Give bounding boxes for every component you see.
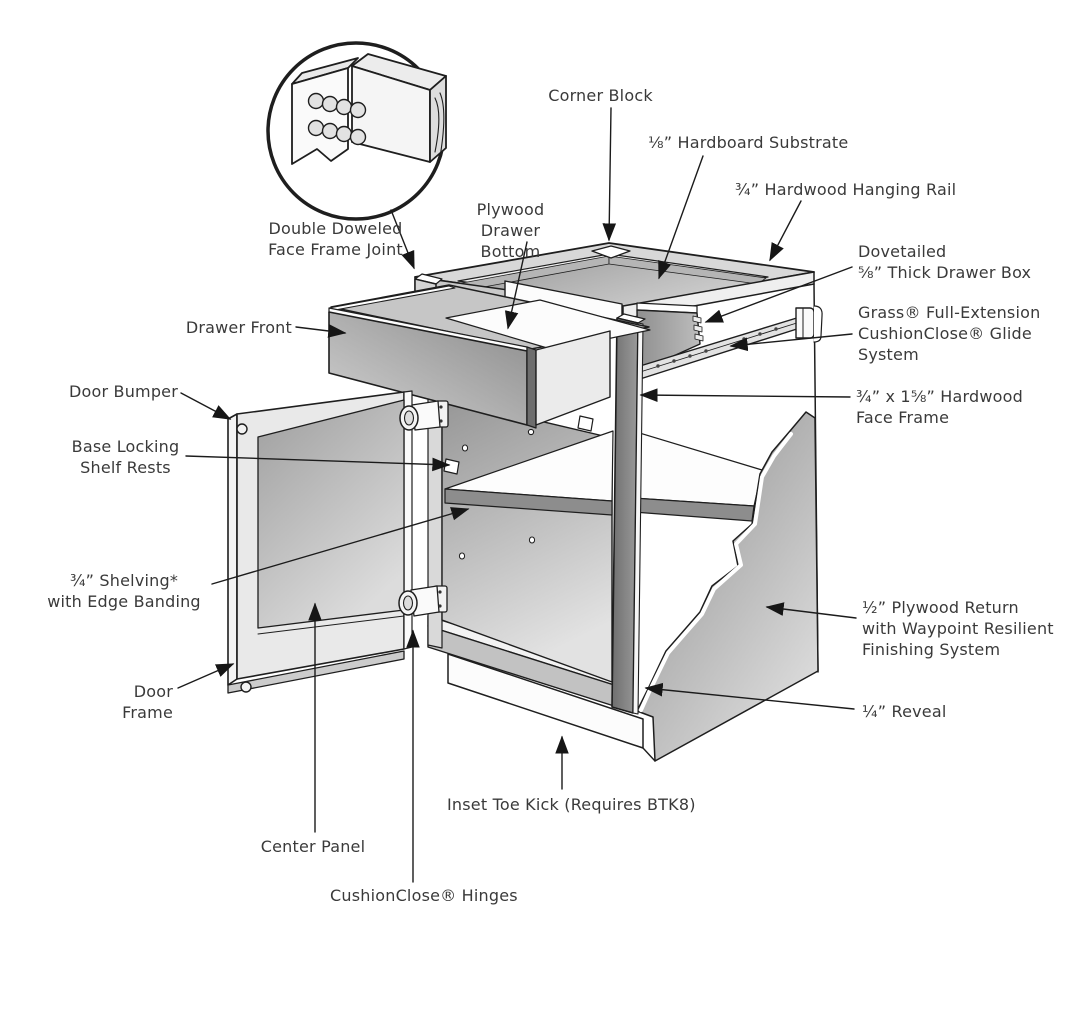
door-bumper-shape — [240, 681, 252, 693]
label-reveal: ¼” Reveal — [862, 702, 947, 721]
label-center-panel: Center Panel — [260, 837, 366, 856]
label-plywood-return: ½” Plywood Return with Waypoint Resilien… — [862, 598, 1054, 659]
plywood-return-panel — [636, 411, 819, 762]
door-bumper-shape — [236, 423, 248, 435]
label-shelving: ¾” Shelving* with Edge Banding — [47, 571, 201, 611]
center-panel-shape — [257, 399, 405, 629]
drawer — [328, 284, 651, 436]
shelf-rest-clip — [443, 458, 460, 475]
shelf-rest-clip — [577, 415, 594, 432]
label-door-bumper: Door Bumper — [68, 382, 178, 401]
reveal-edge — [632, 322, 644, 715]
label-hanging-rail: ¾” Hardwood Hanging Rail — [735, 180, 957, 199]
shelf-edge-banding — [444, 488, 613, 516]
label-glide-system: Grass® Full-Extension CushionClose® Glid… — [858, 303, 1041, 364]
label-doweled-joint: Double Doweled Face Frame Joint — [268, 219, 403, 259]
label-hinges: CushionClose® Hinges — [330, 886, 518, 905]
door — [227, 390, 449, 694]
label-hardboard-substrate: ⅛” Hardboard Substrate — [648, 133, 849, 152]
dowels — [307, 92, 367, 146]
hinge-top — [399, 400, 449, 431]
door-frame-edge — [227, 413, 238, 686]
toe-kick-board — [447, 653, 644, 749]
hinge-bottom — [398, 585, 448, 617]
leader-lines — [177, 107, 857, 883]
label-dovetailed-drawer-box: Dovetailed ⅝” Thick Drawer Box — [858, 242, 1032, 282]
label-hardwood-face-frame: ¾” x 1⅝” Hardwood Face Frame — [856, 387, 1024, 427]
label-shelf-rests: Base Locking Shelf Rests — [71, 437, 180, 477]
corner-block-shape — [591, 245, 631, 259]
glide-rail — [639, 305, 823, 380]
doweled-joint-inset — [266, 41, 447, 221]
face-frame-stile — [611, 313, 646, 715]
label-drawer-front: Drawer Front — [185, 318, 292, 337]
drawer-box-side — [535, 330, 611, 426]
label-toe-kick: Inset Toe Kick (Requires BTK8) — [447, 795, 696, 814]
label-plywood-drawer-bottom: Plywood Drawer Bottom — [476, 200, 545, 261]
label-door-frame: Door Frame — [122, 682, 173, 722]
right-interior — [632, 302, 823, 522]
label-corner-block: Corner Block — [548, 86, 653, 105]
